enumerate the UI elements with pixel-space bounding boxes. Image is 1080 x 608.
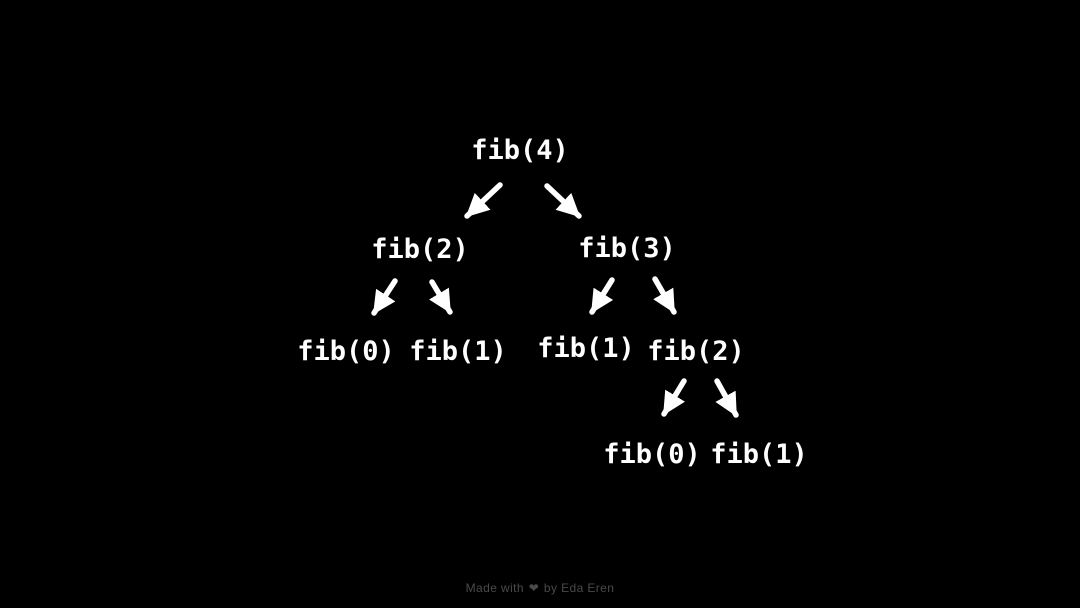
tree-node-fib-4: fib(4) [471,134,569,166]
tree-node-fib-4-3-2-1: fib(1) [710,438,808,470]
arrow-fib-4-3-to-fib-4-3-1 [589,277,615,315]
arrow-fib-4-3-to-fib-4-3-2 [652,276,677,315]
tree-node-fib-4-2-0: fib(0) [297,335,395,367]
tree-node-fib-4-3-2-0: fib(0) [603,438,701,470]
arrow-fib-4-2-to-fib-4-2-0 [371,278,398,316]
heart-icon: ❤ [528,581,540,595]
watermark-suffix: by Eda Eren [543,581,615,595]
watermark-prefix: Made with [465,581,524,595]
watermark: Made with ❤ by Eda Eren [0,581,1080,595]
tree-node-fib-4-2-1: fib(1) [409,335,507,367]
arrow-fib-4-to-fib-4-2 [464,182,503,219]
arrow-fib-4-3-2-to-fib-4-3-2-1 [714,378,739,418]
tree-node-fib-4-2: fib(2) [371,233,469,265]
arrow-fib-4-3-2-to-fib-4-3-2-0 [661,378,687,417]
tree-node-fib-4-3-1: fib(1) [537,332,635,364]
arrow-fib-4-to-fib-4-3 [544,183,582,219]
tree-node-fib-4-3: fib(3) [578,232,676,264]
arrow-fib-4-2-to-fib-4-2-1 [429,279,453,315]
tree-node-fib-4-3-2: fib(2) [647,335,745,367]
